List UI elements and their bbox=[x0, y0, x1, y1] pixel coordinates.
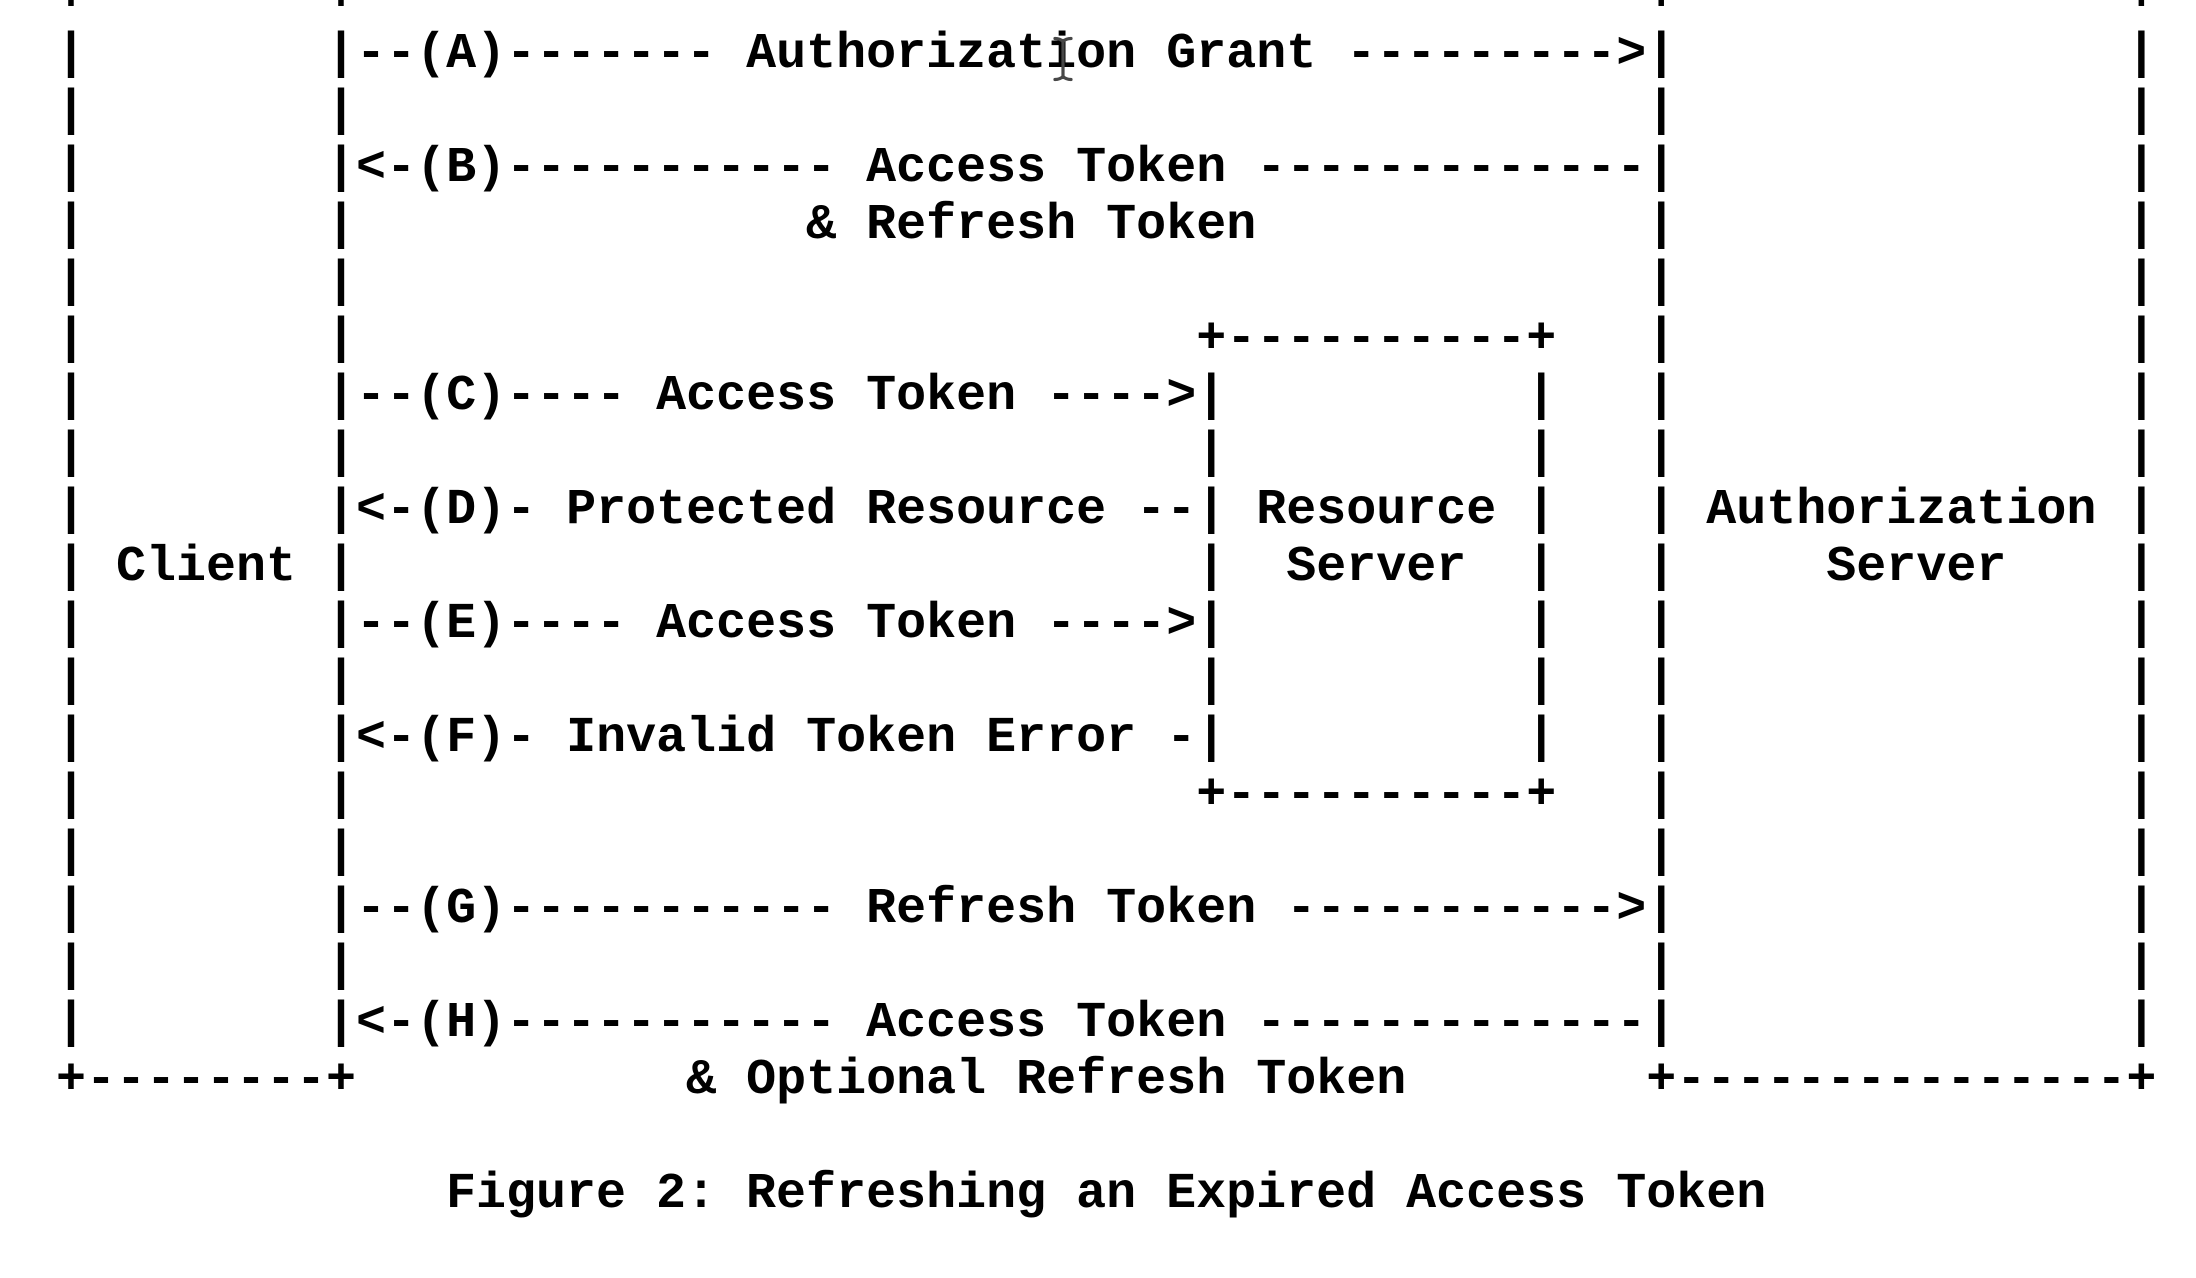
figure-caption: Figure 2: Refreshing an Expired Access T… bbox=[446, 1166, 1767, 1223]
oauth-refresh-flow-ascii-diagram: +--------+ +---------------+ | |--(A)---… bbox=[56, 0, 2157, 1109]
